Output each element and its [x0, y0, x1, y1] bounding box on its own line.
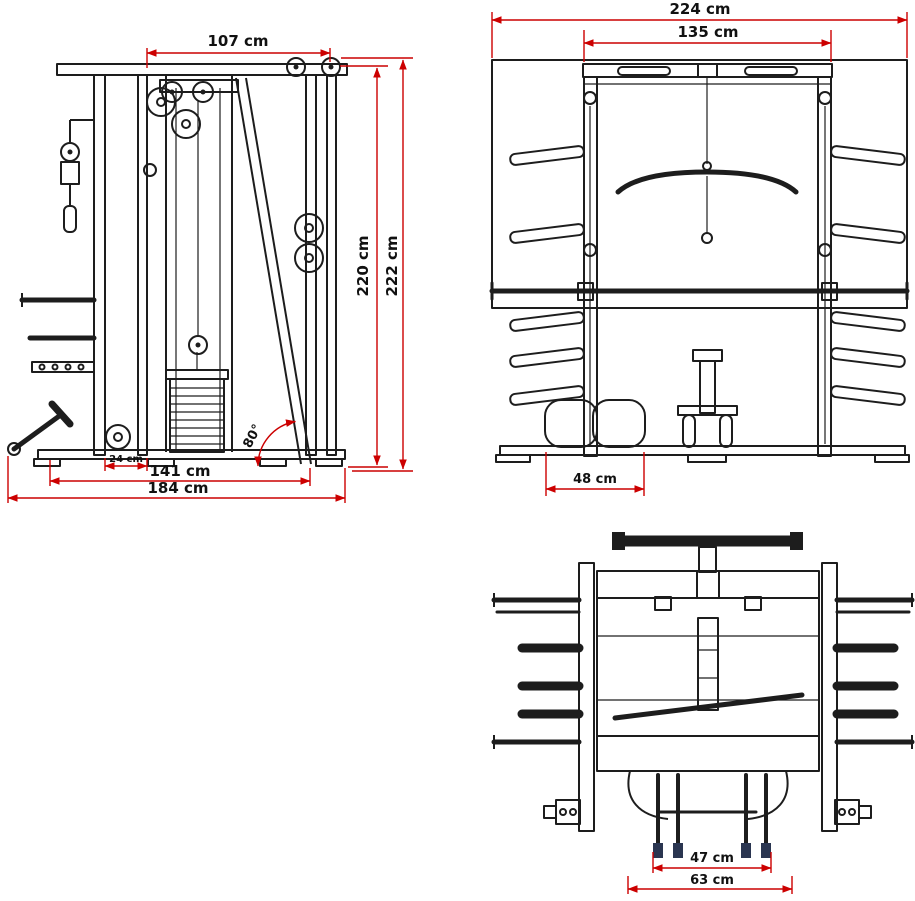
- base-block: [544, 399, 646, 448]
- dim-base-block-width: 48 cm: [545, 452, 645, 496]
- prongs: [653, 773, 771, 858]
- dim-front-offset: 24 cm: [104, 454, 148, 471]
- plate-horns-left: [509, 145, 585, 406]
- barbell: [489, 281, 910, 301]
- front-view-dimensions: 224 cm 135 cm 48 cm: [491, 0, 908, 496]
- side-view-dimensions: 107 cm 220 cm 222 cm 80°: [7, 32, 413, 503]
- front-view-machine: [489, 59, 910, 463]
- weight-stack: [165, 352, 229, 453]
- side-bars-left: [491, 593, 584, 749]
- dim-inner-depth: 141 cm: [49, 460, 311, 486]
- dim-label-prong-inner-width: 47 cm: [690, 851, 734, 866]
- dim-total-height: 222 cm: [341, 57, 413, 472]
- plate-horns-right: [830, 145, 906, 406]
- dim-prong-outer-width: 63 cm: [627, 873, 793, 894]
- lever-arm: [7, 400, 74, 456]
- dim-prong-inner-width: 47 cm: [652, 851, 772, 873]
- top-view-machine: [491, 532, 915, 858]
- dim-front-total-width: 224 cm: [491, 0, 908, 58]
- weight-plates: [105, 87, 324, 450]
- dim-label-base-block-width: 48 cm: [573, 472, 617, 487]
- dim-inner-height: 220 cm: [340, 65, 388, 468]
- dim-label-inner-depth: 141 cm: [149, 462, 210, 480]
- side-view: 107 cm 220 cm 222 cm 80°: [7, 32, 413, 503]
- dim-label-total-height: 222 cm: [383, 235, 401, 296]
- leg-attachment: [677, 349, 738, 448]
- top-view: 47 cm 63 cm: [491, 532, 915, 894]
- dim-label-inner-height: 220 cm: [354, 235, 372, 296]
- dim-label-top-width: 107 cm: [207, 32, 268, 50]
- dim-label-prong-outer-width: 63 cm: [690, 873, 734, 888]
- dim-front-frame-width: 135 cm: [583, 23, 832, 62]
- side-bars-right: [832, 593, 915, 749]
- dim-label-front-frame-width: 135 cm: [677, 23, 738, 41]
- lat-pulldown-bar: [615, 77, 799, 244]
- dim-label-total-depth: 184 cm: [147, 479, 208, 497]
- dim-top-width: 107 cm: [146, 32, 331, 68]
- front-view: 224 cm 135 cm 48 cm: [489, 0, 910, 496]
- side-view-machine: [7, 57, 348, 467]
- dim-label-front-offset: 24 cm: [109, 454, 143, 465]
- top-view-dimensions: 47 cm 63 cm: [627, 851, 793, 894]
- foot-pads: [543, 799, 872, 825]
- t-handle: [612, 532, 803, 573]
- hoist-handle: [60, 119, 157, 233]
- dim-label-front-total-width: 224 cm: [669, 0, 730, 18]
- dim-total-depth: 184 cm: [7, 456, 346, 503]
- plate-horns: [19, 293, 97, 373]
